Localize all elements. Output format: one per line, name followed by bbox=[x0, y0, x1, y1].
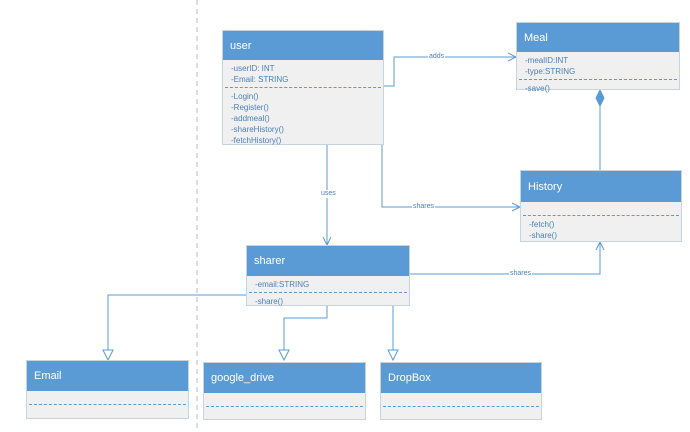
class-method: -fetch() bbox=[529, 220, 555, 229]
class-method: -share() bbox=[255, 297, 284, 306]
email-generalization-connector bbox=[107, 294, 246, 350]
class-user-divider bbox=[225, 87, 381, 88]
gdrive-generalization-arrowhead bbox=[278, 349, 290, 362]
class-google-drive-divider bbox=[206, 406, 363, 407]
class-sharer-divider bbox=[249, 292, 407, 293]
composition-diamond bbox=[595, 88, 605, 108]
class-dropbox[interactable]: DropBox bbox=[380, 362, 542, 420]
class-user[interactable]: user -userID: INT -Email: STRING -Login(… bbox=[222, 30, 384, 145]
class-attribute: -userID: INT bbox=[231, 64, 275, 73]
gdrive-generalization-connector bbox=[283, 306, 328, 350]
class-history-divider bbox=[523, 215, 679, 216]
class-dropbox-divider bbox=[383, 406, 539, 407]
class-meal-attributes: -mealID:INT -type:STRING bbox=[517, 52, 679, 79]
uses-label: uses bbox=[320, 190, 337, 198]
user-shares-connector bbox=[381, 145, 520, 208]
sharer-shares-connector bbox=[410, 242, 601, 275]
class-sharer-title: sharer bbox=[247, 246, 409, 276]
class-email[interactable]: Email bbox=[26, 360, 189, 419]
class-method: -Register() bbox=[231, 103, 269, 112]
class-google-drive-attributes bbox=[204, 393, 365, 406]
class-sharer-methods: -share() bbox=[247, 293, 409, 309]
class-attribute: -mealID:INT bbox=[525, 56, 569, 65]
user-shares-label: shares bbox=[412, 203, 436, 211]
class-history-attributes bbox=[521, 202, 681, 215]
adds-connector bbox=[384, 56, 516, 87]
class-sharer-attributes: -email:STRING bbox=[247, 276, 409, 292]
class-email-title: Email bbox=[27, 361, 188, 391]
class-meal-methods: -save() bbox=[517, 80, 679, 96]
class-history[interactable]: History -fetch() -share() bbox=[520, 170, 682, 242]
class-google-drive-title: google_drive bbox=[204, 363, 365, 393]
class-sharer[interactable]: sharer -email:STRING -share() bbox=[246, 245, 410, 306]
class-user-methods: -Login() -Register() -addmeal() -shareHi… bbox=[223, 88, 383, 148]
class-method: -Login() bbox=[231, 92, 259, 101]
class-attribute: -Email: STRING bbox=[231, 75, 289, 84]
class-user-title: user bbox=[223, 31, 383, 60]
dropbox-generalization-arrowhead bbox=[387, 349, 399, 362]
sharer-shares-label: shares bbox=[509, 270, 533, 278]
class-dropbox-title: DropBox bbox=[381, 363, 541, 393]
class-user-attributes: -userID: INT -Email: STRING bbox=[223, 60, 383, 87]
class-history-title: History bbox=[521, 171, 681, 202]
class-dropbox-attributes bbox=[381, 393, 541, 406]
class-meal-title: Meal bbox=[517, 23, 679, 52]
class-history-methods: -fetch() -share() bbox=[521, 216, 681, 243]
class-method: -fetchHistory() bbox=[231, 136, 282, 145]
class-meal-divider bbox=[519, 79, 677, 80]
class-attribute: -type:STRING bbox=[525, 67, 576, 76]
class-method: -save() bbox=[525, 84, 550, 93]
class-method: -shareHistory() bbox=[231, 125, 284, 134]
email-generalization-arrowhead bbox=[102, 349, 114, 362]
sharer-shares-arrowhead bbox=[595, 240, 605, 251]
class-meal[interactable]: Meal -mealID:INT -type:STRING -save() bbox=[516, 22, 680, 93]
class-attribute: -email:STRING bbox=[255, 280, 310, 289]
class-method: -share() bbox=[529, 231, 558, 240]
class-email-divider bbox=[29, 404, 186, 405]
class-google-drive[interactable]: google_drive bbox=[203, 362, 366, 420]
class-method: -addmeal() bbox=[231, 114, 270, 123]
class-email-attributes bbox=[27, 391, 188, 404]
adds-label: adds bbox=[428, 53, 446, 61]
